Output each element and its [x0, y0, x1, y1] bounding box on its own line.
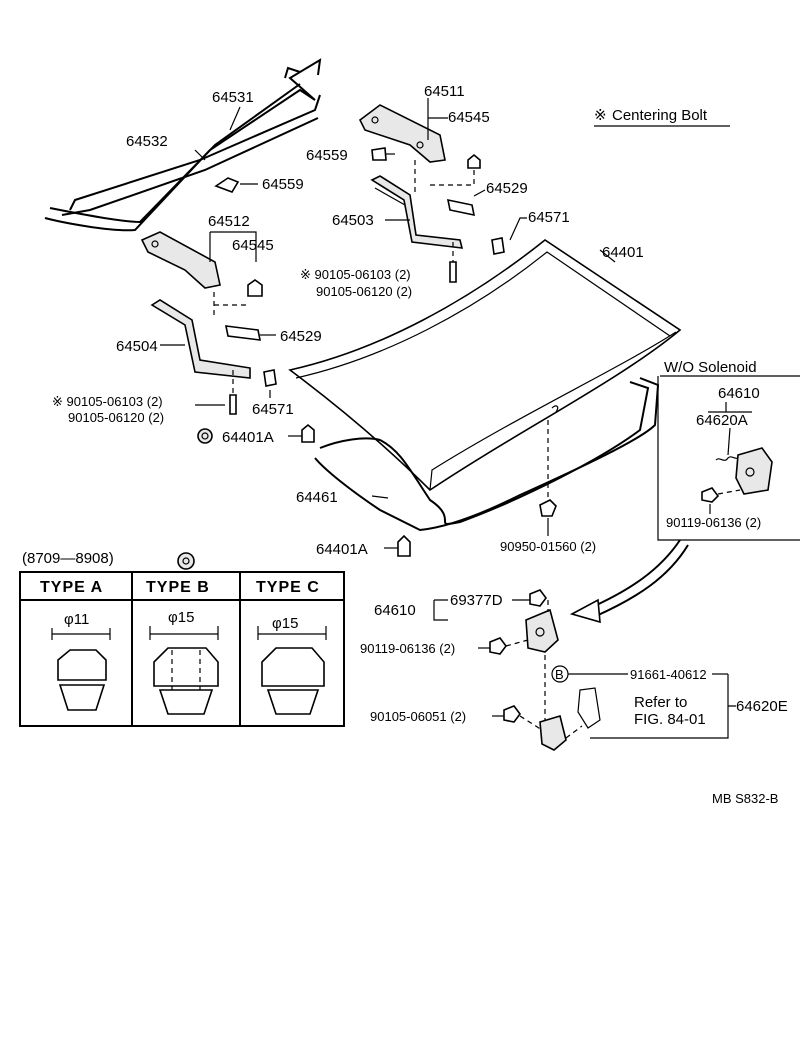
torsion-bar-64531 — [44, 58, 322, 232]
trunk-lid-64401 — [288, 239, 682, 492]
torsion-bar-64532 — [61, 66, 321, 216]
stopper-64571-top — [491, 237, 505, 255]
bolt-90119-box — [701, 487, 720, 503]
stopper-64571-mid — [263, 369, 277, 387]
label-64529-top: 64529 — [486, 180, 528, 197]
label-91661: 91661-40612 — [630, 667, 707, 682]
bumper-type-c-drawing — [257, 626, 327, 715]
label-90105-06051: 90105-06051 (2) — [370, 709, 466, 724]
table-header-type-a: TYPE A — [40, 579, 103, 596]
hinge-bracket-64512 — [140, 231, 221, 289]
label-64620A: 64620A — [696, 412, 748, 429]
lock-64610 — [525, 608, 559, 653]
label-64531: 64531 — [212, 89, 254, 106]
label-64511: 64511 — [424, 83, 465, 100]
label-64559-top: 64559 — [306, 147, 348, 164]
label-64545-mid: 64545 — [232, 237, 274, 254]
bumper-type-b-drawing — [149, 626, 219, 715]
wo-solenoid-box — [657, 375, 800, 541]
label-64571-mid: 64571 — [252, 401, 294, 418]
label-90119-lower: 90119-06136 (2) — [360, 641, 455, 656]
label-bolt-mid: 90105-06120 (2) — [68, 410, 164, 425]
bolt-64559-top — [371, 147, 395, 161]
label-64401A-top: 64401A — [222, 429, 274, 446]
footer-code: MB S832-B — [712, 791, 778, 806]
table-header-type-b: TYPE B — [146, 579, 210, 596]
spring-64620A — [715, 455, 741, 461]
label-bolt-centering-top: ※ 90105-06103 (2) — [300, 267, 411, 282]
label-wo-solenoid: W/O Solenoid — [664, 359, 757, 376]
bolt-centering-top — [449, 261, 457, 283]
label-64610-lower: 64610 — [374, 602, 416, 619]
bolt-centering-mid — [229, 394, 237, 415]
table-diameter-c: φ15 — [272, 615, 298, 632]
label-64620E: 64620E — [736, 698, 788, 715]
table-header-type-c: TYPE C — [256, 579, 320, 596]
bolt-64559-mid — [214, 177, 240, 193]
rivet-69377D — [529, 589, 547, 607]
label-bolt-top: 90105-06120 (2) — [316, 284, 412, 299]
table-diameter-a: φ11 — [64, 611, 89, 628]
bracket-64529-top — [446, 198, 476, 217]
bolt-90119-lower — [489, 637, 507, 655]
label-64529-mid: 64529 — [280, 328, 322, 345]
label-64504: 64504 — [116, 338, 158, 355]
table-diameter-b: φ15 — [168, 609, 194, 626]
note-mark: ※ — [594, 107, 607, 124]
label-64512: 64512 — [208, 213, 250, 230]
label-refer-to: Refer to — [634, 694, 687, 711]
hinge-64504 — [150, 299, 251, 379]
lock-64620E — [539, 687, 601, 751]
note-centering-bolt: Centering Bolt — [612, 107, 708, 124]
hinge-64503 — [370, 175, 464, 249]
clip-90950 — [539, 499, 557, 517]
hinge-bracket-64511 — [358, 104, 446, 163]
label-64545-top: 64545 — [448, 109, 490, 126]
label-64571-top: 64571 — [528, 209, 570, 226]
label-64503: 64503 — [332, 212, 374, 229]
label-64610-box: 64610 — [718, 385, 760, 402]
label-bolt-centering-mid: ※ 90105-06103 (2) — [52, 394, 163, 409]
label-64532: 64532 — [126, 133, 168, 150]
bumper-type-table — [19, 571, 345, 727]
bracket-64529-mid — [224, 325, 262, 341]
bumper-64401A-bottom — [397, 534, 411, 557]
label-64401A-bottom: 64401A — [316, 541, 368, 558]
bumper-64545-mid — [247, 279, 263, 297]
table-period: (8709—8908) — [22, 550, 114, 567]
bumper-64545-top — [467, 153, 481, 169]
label-90119-box: 90119-06136 (2) — [666, 515, 761, 530]
label-reference-b: B — [555, 667, 564, 682]
label-refer-fig: FIG. 84-01 — [634, 711, 706, 728]
label-64461: 64461 — [296, 489, 338, 506]
label-64401: 64401 — [602, 244, 644, 261]
label-69377D: 69377D — [450, 592, 503, 609]
table-bumper-icon — [177, 552, 195, 570]
label-90950: 90950-01560 (2) — [500, 539, 596, 554]
bumper-64401A-top — [197, 423, 315, 444]
weatherstrip-64461 — [314, 377, 660, 532]
arrow-to-lock — [569, 539, 689, 624]
bumper-type-a-drawing — [51, 628, 111, 711]
bolt-90105-06051 — [503, 705, 521, 723]
label-64559-mid: 64559 — [262, 176, 304, 193]
lock-assembly-64610-box — [735, 447, 773, 495]
